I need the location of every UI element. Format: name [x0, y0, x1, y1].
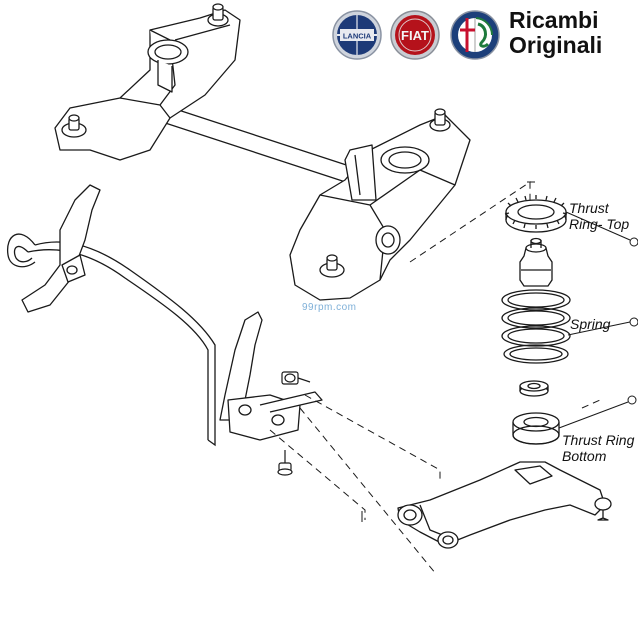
- assembly-guide-ticks: [361, 181, 535, 522]
- fiat-logo: FIAT: [390, 10, 440, 60]
- lancia-logo-text: LANCIA: [343, 32, 372, 41]
- bracket-bolt-top: [281, 371, 311, 385]
- leader-lines: [558, 211, 638, 429]
- thrust-ring-bottom: [512, 412, 560, 445]
- right-link-bracket: [219, 311, 323, 441]
- brand-title-line1: Ricambi: [509, 7, 599, 33]
- anti-roll-bar: [7, 233, 216, 447]
- watermark: 99rpm.com: [302, 302, 357, 313]
- lower-control-arm: [397, 461, 612, 549]
- bracket-bolt-bottom: [277, 450, 293, 476]
- label-thrust-ring-top-line2: Ring- Top: [569, 216, 630, 232]
- fiat-logo-text: FIAT: [401, 28, 429, 43]
- label-thrust-ring-bottom: Thrust Ring Bottom: [562, 432, 634, 464]
- coil-spring: [501, 289, 571, 364]
- thrust-ring-top: [504, 195, 568, 233]
- alfa-romeo-logo: [450, 10, 500, 60]
- label-thrust-ring-top-line1: Thrust: [569, 200, 609, 216]
- brand-title: Ricambi Originali: [509, 8, 602, 58]
- rear-subframe: [54, 3, 471, 301]
- left-link-bracket: [21, 184, 101, 313]
- brand-title-line2: Originali: [509, 32, 603, 58]
- bump-stop: [519, 237, 553, 287]
- lancia-logo: LANCIA: [332, 10, 382, 60]
- label-thrust-ring-bottom-line2: Bottom: [562, 448, 607, 464]
- label-thrust-ring-bottom-line1: Thrust Ring: [562, 432, 635, 448]
- label-spring: Spring: [570, 316, 611, 332]
- strut-bearing: [519, 380, 549, 397]
- label-thrust-ring-top: Thrust Ring- Top: [569, 200, 629, 232]
